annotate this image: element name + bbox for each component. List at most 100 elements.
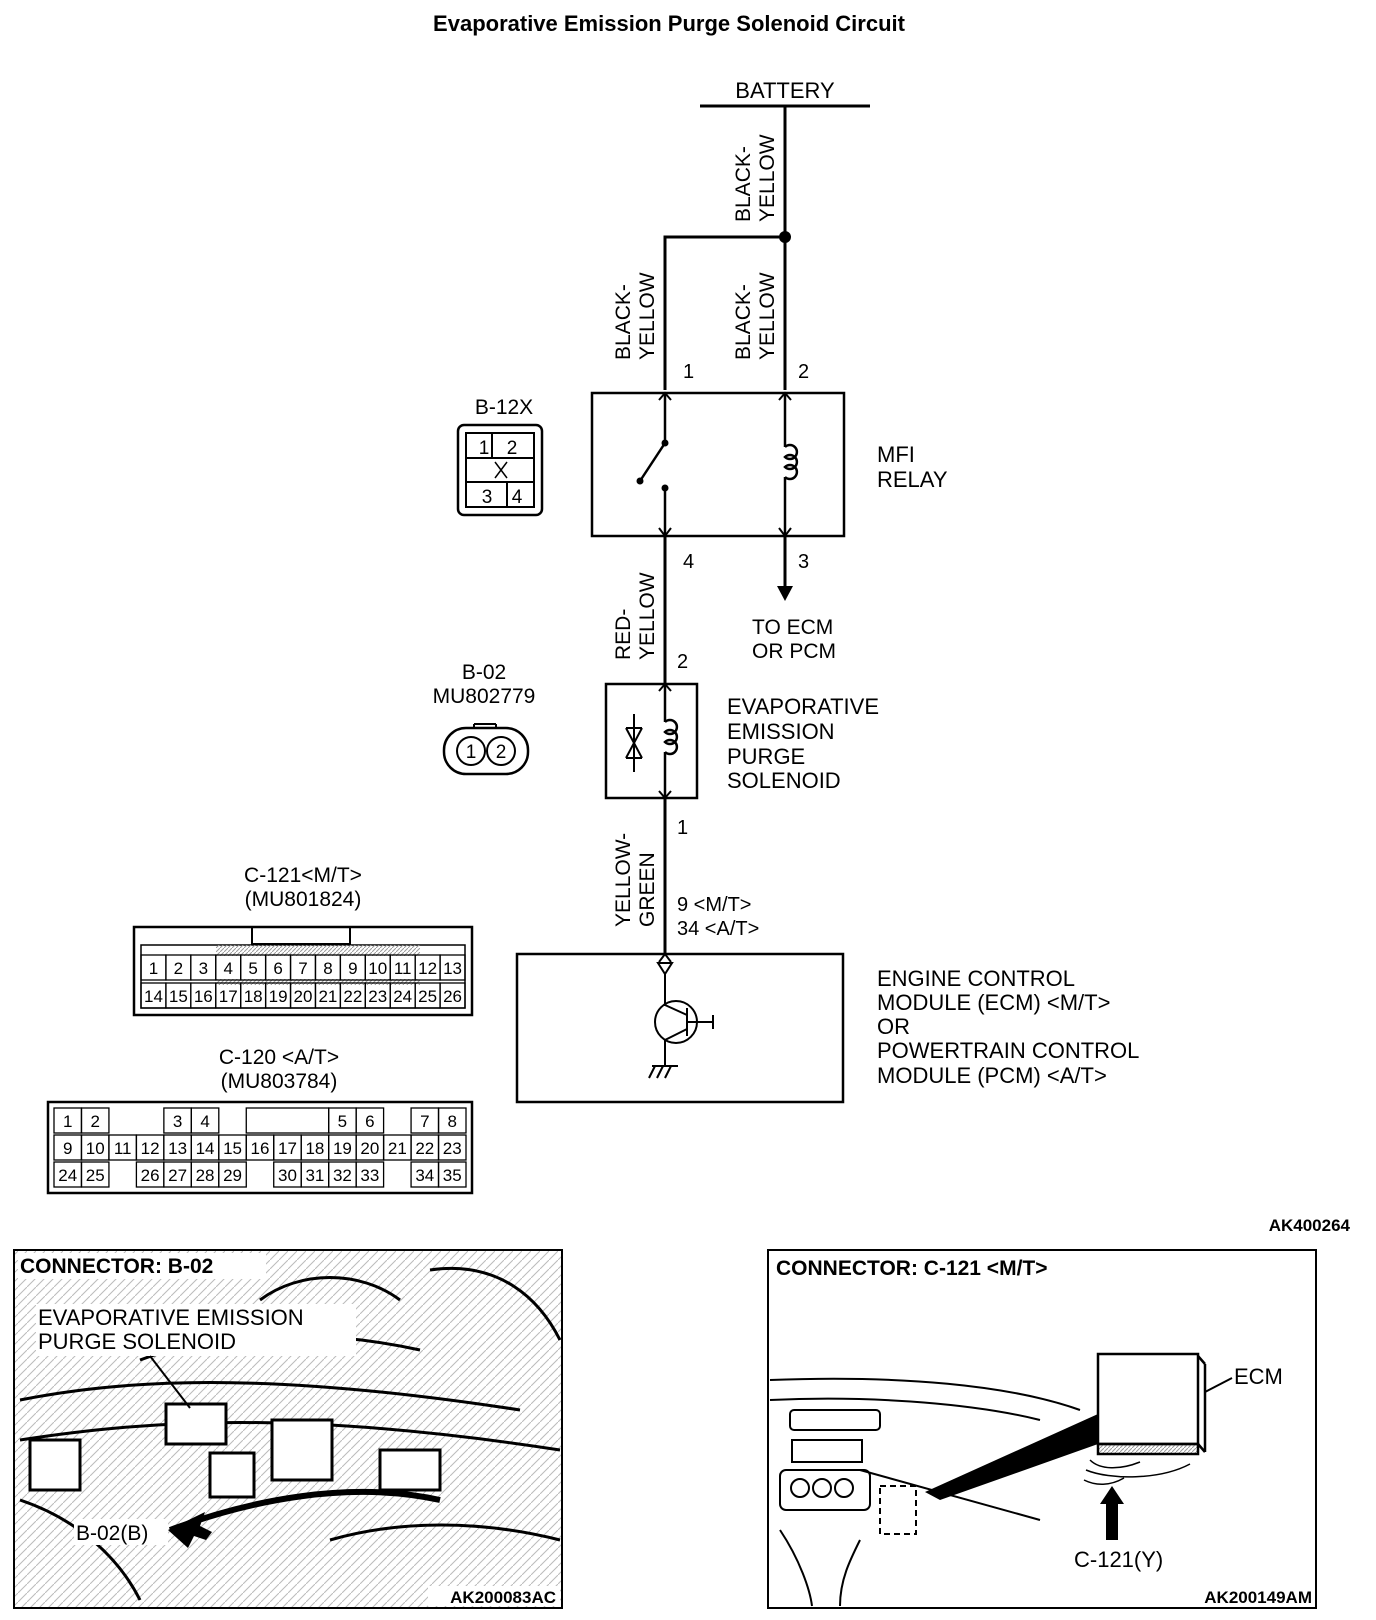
arrow-icon (168, 1512, 212, 1548)
connector-pin-number: 23 (368, 987, 387, 1006)
svg-text:BLACK-: BLACK- (612, 284, 635, 360)
photo-left-callout-line-1: EVAPORATIVE EMISSION (38, 1305, 304, 1330)
b12x-cell: 2 (507, 438, 518, 459)
solenoid-pin-2: 2 (677, 651, 688, 673)
connector-pin-number: 22 (415, 1139, 434, 1158)
wire-label-black-yellow-left: BLACK- YELLOW (612, 272, 659, 360)
connector-pin-cell (80, 1107, 110, 1134)
arrow-up-icon (1100, 1486, 1124, 1540)
photo-c121-panel: CONNECTOR: C-121 <M/T> ECM (767, 1249, 1317, 1609)
connector-pin-cell (218, 1161, 247, 1188)
c120-label: C-120 <A/T> (219, 1046, 339, 1069)
connector-pin-number: 15 (169, 987, 188, 1006)
connector-pin-number: 35 (443, 1166, 462, 1185)
connector-pin-number: 6 (273, 959, 282, 978)
engine-bay-illustration (19, 1267, 562, 1601)
connector-pin-cell (355, 1107, 385, 1134)
svg-text:YELLOW: YELLOW (756, 272, 779, 360)
connector-pin-number: 13 (168, 1139, 187, 1158)
callout-leader (149, 1355, 191, 1409)
b12x-connector: 1 2 3 4 (456, 423, 544, 517)
connector-pin-number: 1 (63, 1112, 72, 1131)
purge-solenoid-box (604, 682, 699, 800)
connector-pin-number: 29 (223, 1166, 242, 1185)
connector-pin-number: 26 (141, 1166, 160, 1185)
photo-right-heading: CONNECTOR: C-121 <M/T> (776, 1257, 1048, 1280)
transistor-icon (648, 952, 714, 1079)
connector-pin-number: 1 (149, 959, 158, 978)
arrow-down-icon (777, 586, 793, 601)
connector-blank-block (245, 1107, 330, 1134)
svg-text:GREEN: GREEN (636, 852, 659, 927)
connector-pin-number: 2 (90, 1112, 99, 1131)
b02-cell: 1 (466, 742, 477, 763)
solenoid-name-line-3: PURGE (727, 744, 805, 769)
connector-pin-number: 25 (418, 987, 437, 1006)
ecm-name-line-5: MODULE (PCM) <A/T> (877, 1063, 1107, 1088)
figure-id-main: AK400264 (1269, 1216, 1351, 1235)
b12x-cell: 4 (512, 487, 523, 508)
connector-pin-number: 16 (251, 1139, 270, 1158)
to-ecm-line-2: OR PCM (752, 640, 836, 663)
diagram-title: Evaporative Emission Purge Solenoid Circ… (433, 11, 906, 36)
connector-pin-number: 26 (443, 987, 462, 1006)
connector-pin-number: 4 (200, 1112, 209, 1131)
solenoid-valve-icon (625, 714, 643, 772)
connector-pin-number: 22 (343, 987, 362, 1006)
connector-pin-number: 12 (141, 1139, 160, 1158)
svg-text:BLACK-: BLACK- (732, 284, 755, 360)
connector-pin-number: 8 (323, 959, 332, 978)
to-ecm-line-1: TO ECM (752, 616, 833, 639)
connector-pin-number: 17 (278, 1139, 297, 1158)
svg-text:YELLOW: YELLOW (636, 272, 659, 360)
connector-pin-number: 7 (420, 1112, 429, 1131)
photo-right-figure-id: AK200149AM (1204, 1588, 1312, 1607)
relay-contact-dot (661, 484, 669, 492)
connector-pin-cell (80, 1161, 110, 1188)
mfi-relay-box (590, 391, 846, 538)
connector-pin-number: 25 (86, 1166, 105, 1185)
svg-text:BLACK-: BLACK- (732, 146, 755, 222)
svg-text:YELLOW: YELLOW (756, 134, 779, 222)
ecm-name-line-3: OR (877, 1014, 910, 1039)
connector-pin-number: 5 (248, 959, 257, 978)
relay-contact-dot (636, 477, 644, 485)
connector-pin-number: 32 (333, 1166, 352, 1185)
connector-pin-number: 8 (448, 1112, 457, 1131)
ecm-name-line-4: POWERTRAIN CONTROL (877, 1038, 1139, 1063)
connector-pin-number: 9 (63, 1139, 72, 1158)
connector-pin-number: 5 (338, 1112, 347, 1131)
relay-switch-contact (638, 393, 667, 536)
connector-pin-number: 17 (219, 987, 238, 1006)
connector-pin-number: 9 (348, 959, 357, 978)
connector-pin-number: 18 (244, 987, 263, 1006)
photo-left-figure-id: AK200083AC (450, 1588, 556, 1607)
connector-pin-number: 33 (360, 1166, 379, 1185)
wire-label-black-yellow-right: BLACK- YELLOW (732, 272, 779, 360)
connector-pin-number: 14 (144, 987, 163, 1006)
connector-pin-number: 12 (418, 959, 437, 978)
connector-pin-number: 21 (318, 987, 337, 1006)
ecm-name-line-2: MODULE (ECM) <M/T> (877, 990, 1110, 1015)
b12x-label: B-12X (475, 396, 533, 419)
svg-text:YELLOW: YELLOW (636, 572, 659, 660)
ecm-pin-at: 34 <A/T> (677, 918, 759, 940)
solenoid-coil-icon (663, 684, 679, 798)
solenoid-name-line-1: EVAPORATIVE (727, 694, 879, 719)
wire-label-yellow-green: YELLOW- GREEN (612, 833, 659, 927)
connector-pin-number: 3 (173, 1112, 182, 1131)
connector-pin-number: 10 (368, 959, 387, 978)
connector-pin-number: 11 (114, 1139, 132, 1158)
photo-right-ecm-label: ECM (1234, 1364, 1283, 1389)
connector-pin-number: 20 (360, 1139, 379, 1158)
relay-name-line-1: MFI (877, 442, 915, 467)
connector-pin-cell (437, 1134, 467, 1161)
ecm-pin-mt: 9 <M/T> (677, 894, 751, 916)
connector-pin-number: 20 (294, 987, 313, 1006)
connector-pin-cell (439, 954, 466, 981)
relay-pin-4: 4 (683, 551, 694, 573)
connector-pin-cell (355, 1161, 385, 1188)
